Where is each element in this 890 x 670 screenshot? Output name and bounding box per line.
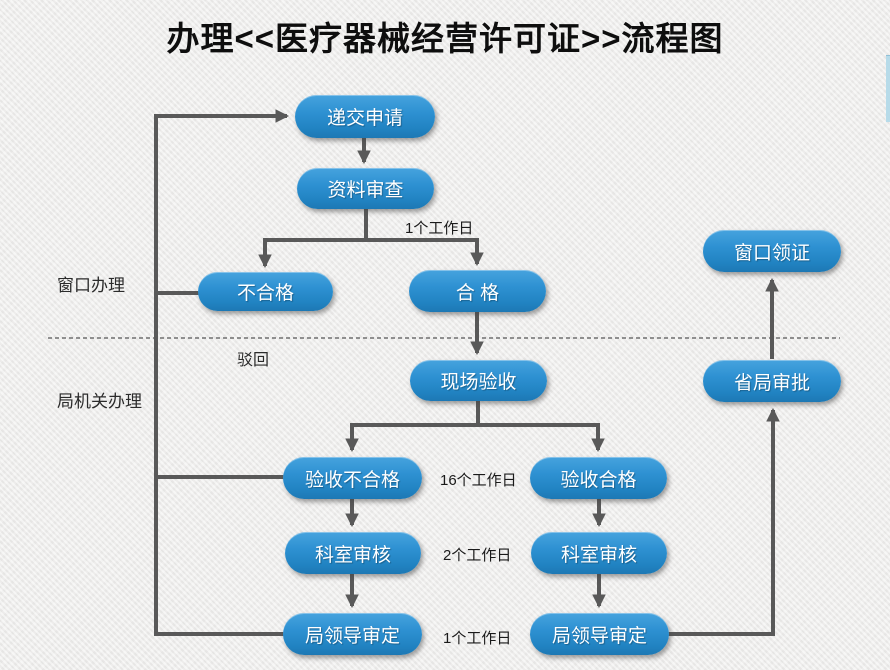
- node-department-review-right: 科室审核: [531, 532, 667, 574]
- edge-label-16-working-days: 16个工作日: [440, 472, 517, 489]
- node-qualified: 合 格: [409, 270, 546, 312]
- lane-label-window-processing: 窗口办理: [57, 276, 125, 295]
- edge-label-1-working-day-bottom: 1个工作日: [443, 630, 512, 647]
- node-submit-application: 递交申请: [295, 95, 435, 138]
- node-unqualified: 不合格: [198, 272, 333, 311]
- node-bureau-leader-approval-left: 局领导审定: [283, 613, 422, 655]
- right-edge-blue-strip: [886, 55, 890, 122]
- edge-label-1-working-day-top: 1个工作日: [405, 220, 474, 237]
- node-inspection-failed: 验收不合格: [283, 457, 422, 499]
- node-department-review-left: 科室审核: [285, 532, 421, 574]
- node-onsite-inspection: 现场验收: [410, 360, 547, 401]
- node-bureau-leader-approval-right: 局领导审定: [530, 613, 669, 655]
- edge-label-2-working-days: 2个工作日: [443, 547, 512, 564]
- node-window-certificate-collection: 窗口领证: [703, 230, 841, 272]
- edge-label-reject: 驳回: [237, 352, 270, 369]
- lane-label-bureau-processing: 局机关办理: [57, 392, 142, 411]
- edge-feedback-loop-to-submit: [154, 109, 290, 636]
- node-inspection-passed: 验收合格: [530, 457, 667, 499]
- page-title: 办理<<医疗器械经营许可证>>流程图: [166, 20, 724, 57]
- edge-leader-right-to-provincial: [666, 407, 780, 636]
- node-document-review: 资料审查: [297, 168, 434, 209]
- node-provincial-bureau-approval: 省局审批: [703, 360, 841, 402]
